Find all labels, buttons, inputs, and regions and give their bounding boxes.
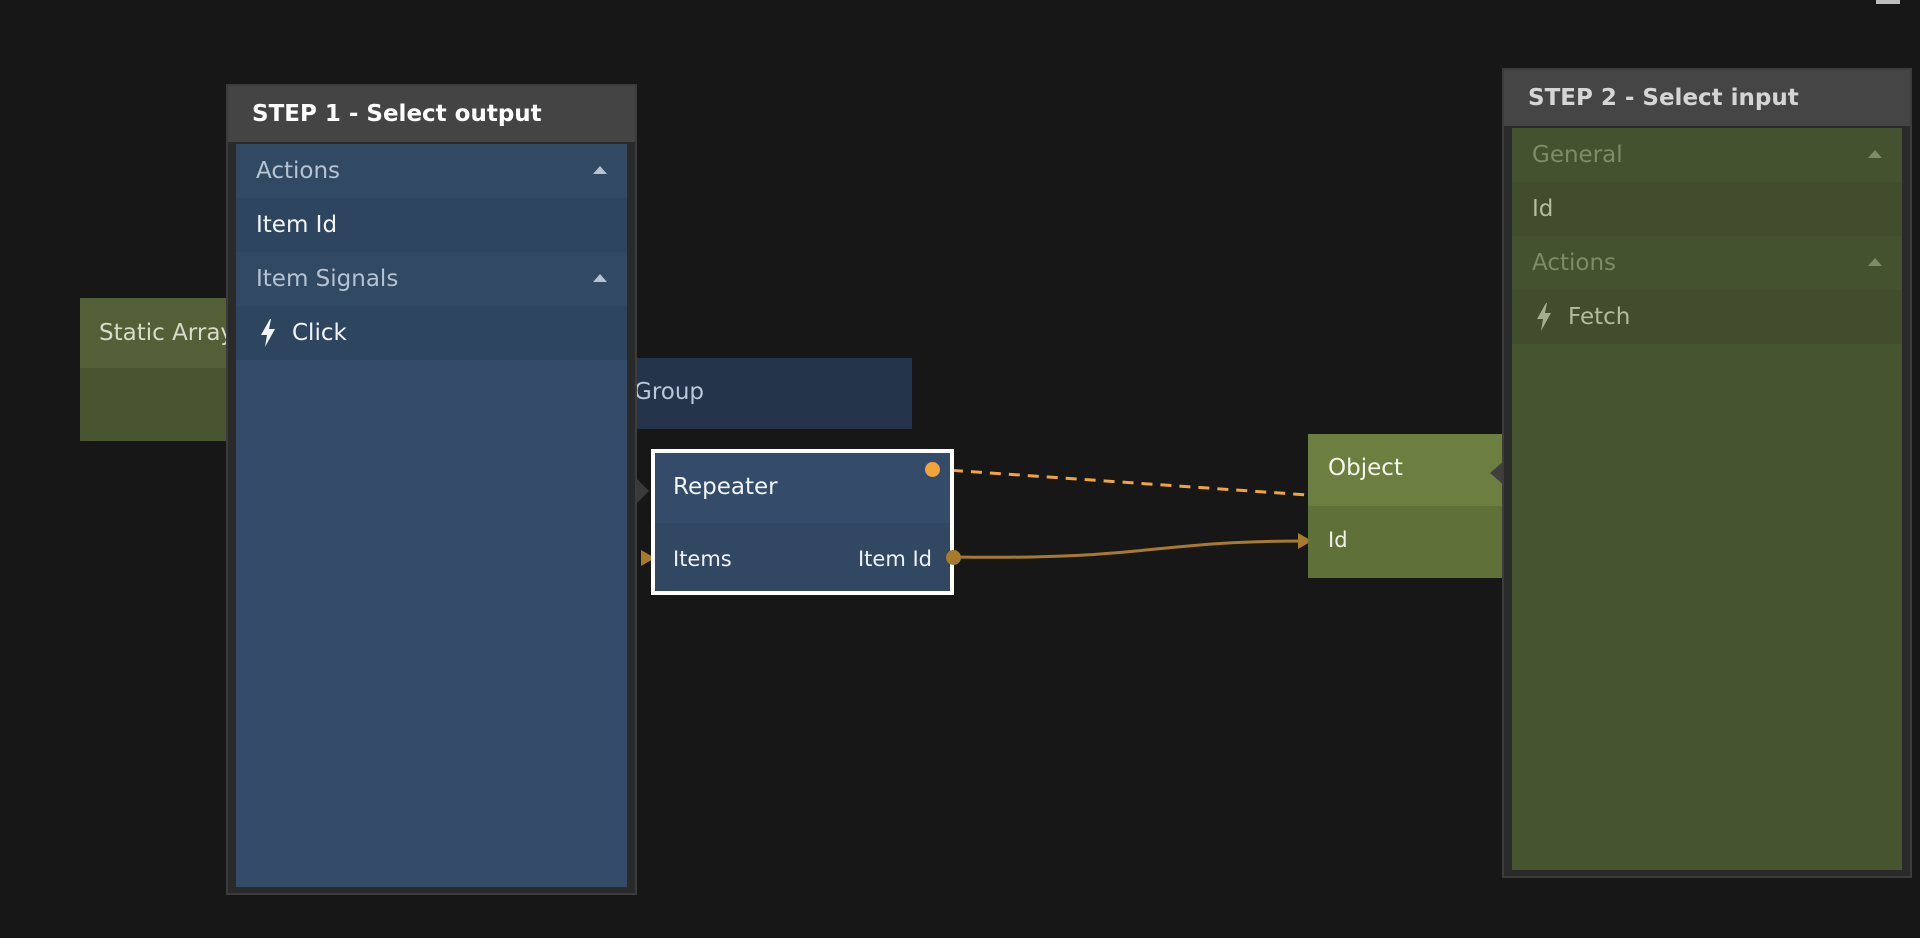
corner-menu-icon[interactable] <box>1876 0 1900 4</box>
step1-section-label: Actions <box>256 158 341 184</box>
step1-section-actions[interactable]: Actions <box>236 144 627 198</box>
step2-panel-pointer <box>1490 459 1506 487</box>
repeater-node-title: Repeater <box>673 474 778 500</box>
step1-panel-body: Actions Item Id Item Signals Click <box>236 144 627 887</box>
step2-section-general[interactable]: General <box>1512 128 1902 182</box>
step1-panel-header: STEP 1 - Select output <box>228 86 635 142</box>
repeater-item-id-port-dot[interactable] <box>946 550 961 565</box>
step1-panel-title: STEP 1 - Select output <box>252 101 542 127</box>
step1-item-label: Item Id <box>256 212 338 238</box>
step1-section-item-signals[interactable]: Item Signals <box>236 252 627 306</box>
step2-id-port[interactable]: Id <box>1512 182 1902 236</box>
step1-click-signal[interactable]: Click <box>236 306 627 360</box>
step2-section-actions[interactable]: Actions <box>1512 236 1902 290</box>
group-node[interactable]: Group <box>620 358 912 429</box>
caret-up-icon <box>1868 258 1882 266</box>
repeater-node[interactable]: Repeater Items Item Id <box>651 449 954 595</box>
step2-select-input-panel: STEP 2 - Select input General Id Actions… <box>1504 70 1910 876</box>
step2-item-label: Id <box>1532 196 1554 222</box>
lightning-icon <box>261 319 275 347</box>
lightning-icon <box>1537 303 1551 331</box>
static-array-node-header <box>80 298 232 368</box>
step2-panel-title: STEP 2 - Select input <box>1528 85 1799 111</box>
repeater-item-id-port-label: Item Id <box>857 547 932 571</box>
data-connection-wire <box>953 539 1307 559</box>
caret-up-icon <box>593 274 607 282</box>
step1-select-output-panel: STEP 1 - Select output Actions Item Id I… <box>228 86 635 893</box>
repeater-signal-port-dot[interactable] <box>925 462 940 477</box>
step2-panel-header: STEP 2 - Select input <box>1504 70 1910 126</box>
object-node-title: Object <box>1328 455 1403 481</box>
step2-panel-body: General Id Actions Fetch <box>1512 128 1902 870</box>
step2-item-label: Fetch <box>1568 304 1631 330</box>
step2-section-label: Actions <box>1532 250 1617 276</box>
step2-section-label: General <box>1532 142 1623 168</box>
step2-fetch-action[interactable]: Fetch <box>1512 290 1902 344</box>
step1-item-label: Click <box>292 320 347 346</box>
step1-section-label: Item Signals <box>256 266 399 292</box>
static-array-node-label: Static Array <box>99 320 235 346</box>
step1-item-id-port[interactable]: Item Id <box>236 198 627 252</box>
object-id-port-label: Id <box>1328 528 1348 552</box>
caret-up-icon <box>593 166 607 174</box>
static-array-node[interactable]: Static Array <box>80 298 235 441</box>
group-node-label: Group <box>634 379 705 405</box>
object-node[interactable]: Object Id <box>1308 434 1506 578</box>
caret-up-icon <box>1868 150 1882 158</box>
repeater-items-port-label: Items <box>673 547 732 571</box>
object-node-header <box>1308 434 1506 506</box>
repeater-left-notch <box>636 478 649 504</box>
repeater-node-header <box>655 453 950 523</box>
